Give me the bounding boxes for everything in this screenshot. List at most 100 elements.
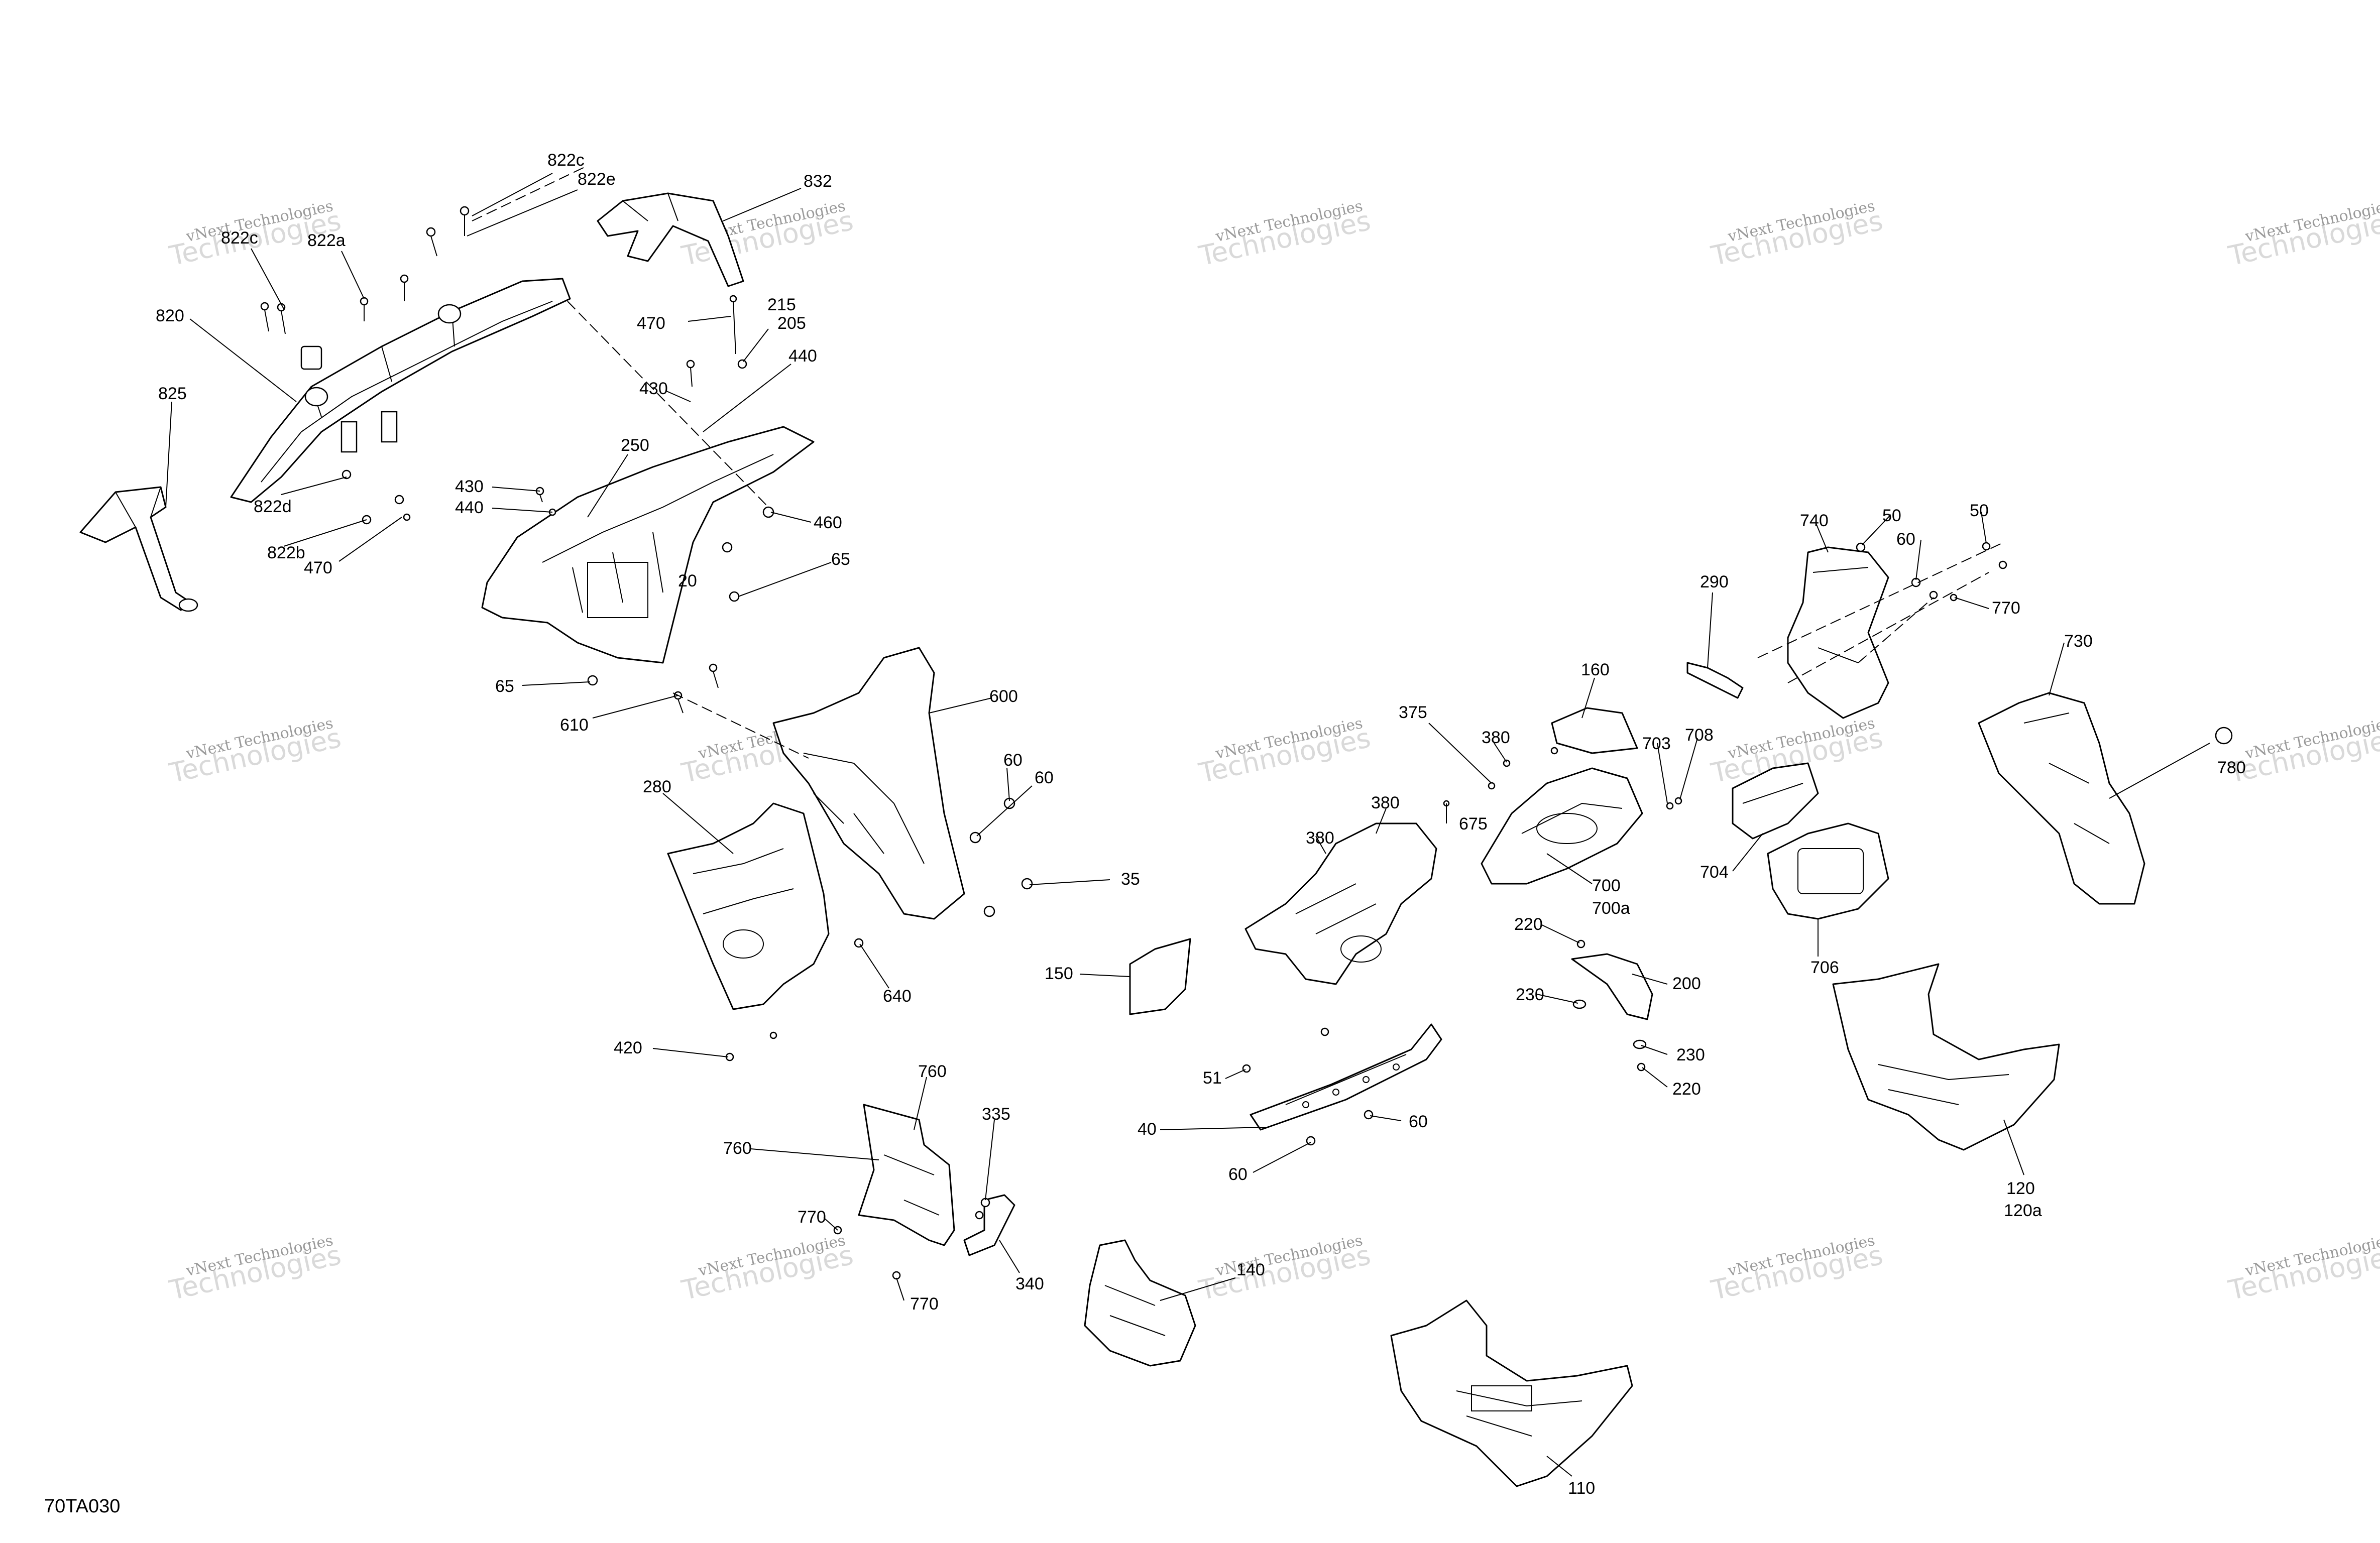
- part-label: 20: [678, 571, 697, 590]
- part-label: 700a: [1592, 899, 1630, 918]
- part-label: 430: [639, 379, 668, 398]
- part-380-dash: [1244, 822, 1437, 985]
- part-250-panel: [481, 426, 815, 664]
- part-label: 335: [982, 1105, 1010, 1124]
- part-label: 675: [1459, 814, 1488, 834]
- watermark: Technologies vNext Technologies: [2225, 1232, 2380, 1307]
- watermark: Technologies vNext Technologies: [2225, 197, 2380, 272]
- part-label: 704: [1700, 863, 1729, 882]
- callout-labels: 822c 822e 832 822c 822a 820 470 215 205 …: [156, 151, 2246, 1498]
- part-label: 760: [723, 1139, 752, 1158]
- part-label: 60: [1228, 1165, 1248, 1184]
- part-label: 60: [1003, 751, 1023, 770]
- part-label: 65: [831, 550, 850, 569]
- part-label: 50: [1970, 501, 1989, 520]
- watermark: Technologies vNext Technologies: [1708, 197, 1885, 272]
- part-740-panel: [1787, 546, 1889, 719]
- watermark: Technologies vNext Technologies: [166, 715, 344, 789]
- part-label: 740: [1800, 511, 1829, 530]
- part-110-footwell: [1390, 1299, 1633, 1487]
- part-label: 380: [1371, 793, 1400, 812]
- part-280-plate: [667, 802, 830, 1010]
- part-340-bracket: [963, 1194, 1015, 1256]
- part-140-panel: [1084, 1239, 1196, 1367]
- watermark: Technologies vNext Technologies: [166, 1232, 344, 1307]
- watermark: Technologies vNext Technologies: [2225, 715, 2380, 789]
- part-label: 205: [777, 314, 806, 333]
- part-label: 770: [798, 1208, 826, 1227]
- leader-lines: [165, 173, 2210, 1477]
- part-label: 230: [1516, 985, 1544, 1004]
- part-150-panel: [1129, 938, 1191, 1015]
- diagram-code: 70TA030: [44, 1496, 120, 1517]
- part-200-bracket: [1571, 953, 1653, 1020]
- part-drawings: [79, 165, 2233, 1487]
- part-label: 380: [1306, 828, 1334, 848]
- part-label: 50: [1882, 506, 1901, 525]
- part-label: 140: [1236, 1260, 1265, 1279]
- part-label: 51: [1203, 1069, 1222, 1088]
- part-label: 822d: [254, 497, 292, 516]
- part-label: 708: [1685, 726, 1714, 745]
- part-825-bracket: [79, 486, 198, 612]
- part-706-gauge: [1767, 822, 1889, 920]
- part-label: 600: [989, 687, 1018, 706]
- watermark: Technologies vNext Technologies: [1196, 715, 1373, 789]
- part-label: 470: [304, 558, 332, 577]
- part-832-bracket: [597, 192, 744, 287]
- part-label: 822b: [267, 543, 305, 562]
- part-label: 250: [621, 436, 649, 455]
- part-label: 110: [1568, 1479, 1595, 1498]
- part-760-panel: [858, 1104, 955, 1246]
- part-label: 640: [883, 987, 912, 1006]
- part-label: 290: [1700, 572, 1729, 591]
- part-label: 770: [1992, 599, 2020, 618]
- part-label: 440: [455, 498, 484, 517]
- part-label: 822c: [221, 228, 258, 248]
- part-820-rack: [230, 278, 571, 503]
- part-label: 703: [1642, 734, 1671, 753]
- part-label: 460: [814, 513, 842, 532]
- part-label: 822a: [307, 231, 346, 250]
- part-label: 375: [1399, 703, 1427, 722]
- part-160-cover: [1551, 707, 1638, 754]
- part-120-footwell: [1832, 963, 2060, 1151]
- part-700-dash: [1481, 767, 1643, 885]
- part-label: 822e: [578, 170, 616, 189]
- part-label: 220: [1514, 915, 1543, 934]
- part-label: 470: [637, 314, 665, 333]
- part-label: 230: [1676, 1045, 1705, 1064]
- part-label: 440: [788, 346, 817, 366]
- part-label: 65: [495, 677, 514, 696]
- part-label: 832: [804, 172, 832, 191]
- part-600-support: [772, 647, 965, 920]
- assembly-lines: [472, 165, 2004, 759]
- part-label: 780: [2217, 758, 2246, 777]
- part-label: 420: [614, 1038, 642, 1057]
- part-label: 340: [1015, 1274, 1044, 1293]
- part-label: 280: [643, 777, 671, 796]
- part-label: 215: [767, 295, 796, 314]
- part-730-panel: [1978, 692, 2145, 905]
- hardware-fasteners: [260, 206, 2233, 1280]
- part-label: 770: [910, 1294, 939, 1314]
- part-label: 822c: [547, 151, 585, 170]
- part-label: 35: [1121, 870, 1140, 889]
- watermark: Technologies vNext Technologies: [1196, 197, 1373, 272]
- part-label: 160: [1581, 660, 1610, 679]
- part-label: 40: [1138, 1120, 1157, 1139]
- part-label: 825: [158, 384, 187, 403]
- part-label: 150: [1045, 964, 1073, 983]
- part-label: 120a: [2004, 1201, 2042, 1220]
- part-label: 380: [1482, 728, 1510, 747]
- part-290-clip: [1686, 662, 1744, 699]
- part-label: 60: [1896, 530, 1915, 549]
- part-label: 220: [1672, 1080, 1701, 1099]
- watermark: Technologies vNext Technologies: [1708, 1232, 1885, 1307]
- part-label: 120: [2006, 1179, 2035, 1198]
- part-40-crossbar: [1250, 1023, 1442, 1131]
- part-label: 430: [455, 477, 484, 496]
- part-label: 706: [1810, 958, 1839, 977]
- part-label: 610: [560, 716, 589, 735]
